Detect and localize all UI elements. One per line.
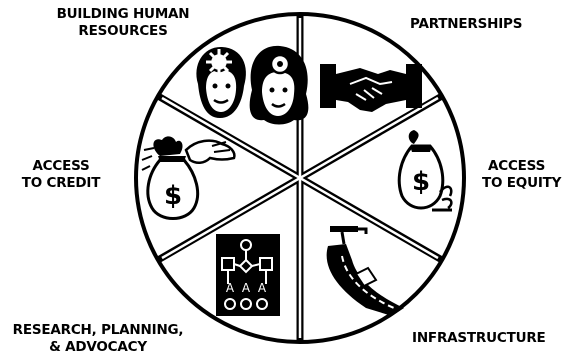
label-research-planning-advocacy: RESEARCH, PLANNING, & ADVOCACY — [4, 322, 192, 356]
money-bag-with-sprout-icon: $ — [397, 130, 453, 212]
label-access-to-equity: ACCESS TO EQUITY — [482, 158, 561, 192]
label-line: INFRASTRUCTURE — [412, 330, 546, 346]
label-line: PARTNERSHIPS — [410, 16, 523, 32]
svg-text:$: $ — [412, 167, 430, 197]
label-infrastructure: INFRASTRUCTURE — [412, 330, 546, 347]
label-line: RESOURCES — [78, 23, 168, 39]
svg-text:$: $ — [164, 181, 182, 211]
two-faces-with-gears-icon — [196, 45, 309, 125]
hand-with-money-bag-icon: $ — [141, 136, 236, 220]
label-line: TO EQUITY — [482, 175, 562, 191]
label-access-to-credit: ACCESS TO CREDIT — [6, 158, 116, 192]
flowchart-icon: A A A — [216, 234, 280, 316]
road-and-telephone-icon — [326, 226, 404, 316]
label-line: ACCESS — [32, 158, 90, 174]
handshake-icon — [320, 64, 422, 112]
flowchart-letter: A — [258, 281, 267, 295]
label-line: & ADVOCACY — [49, 339, 147, 355]
label-line: TO CREDIT — [21, 175, 101, 191]
flowchart-letter: A — [242, 281, 251, 295]
label-building-human-resources: BUILDING HUMAN RESOURCES — [48, 6, 198, 40]
flowchart-letter: A — [226, 281, 235, 295]
label-partnerships: PARTNERSHIPS — [410, 16, 522, 33]
label-line: BUILDING HUMAN — [56, 6, 190, 22]
label-line: ACCESS — [488, 158, 546, 174]
label-line: RESEARCH, PLANNING, — [12, 322, 184, 338]
